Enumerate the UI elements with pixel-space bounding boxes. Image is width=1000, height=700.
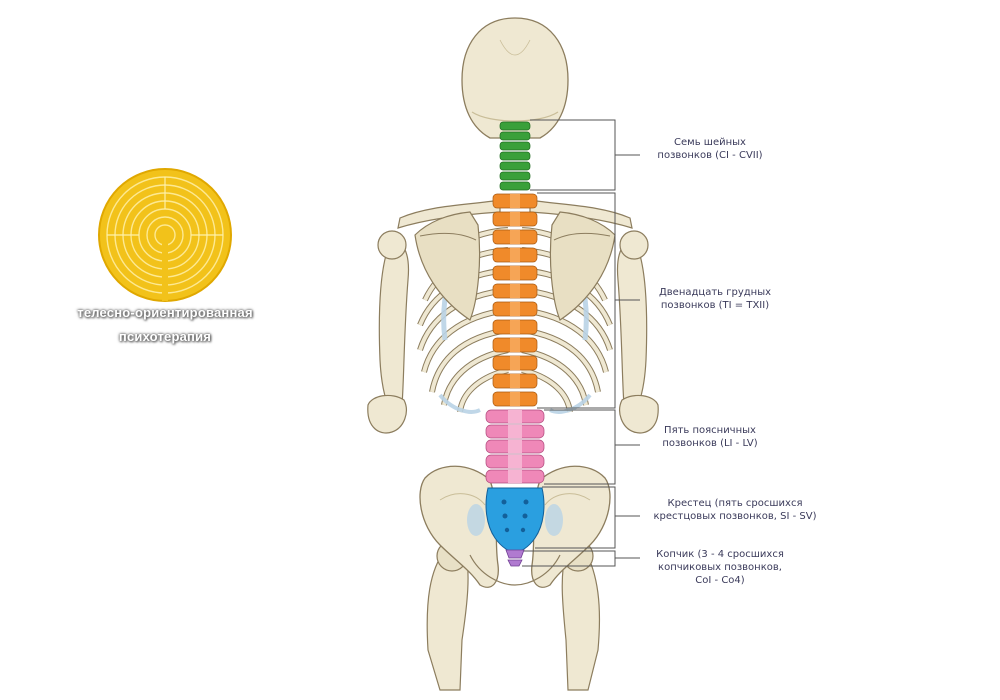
left-humerus xyxy=(378,239,410,406)
label-sacrum-line-2: крестцовых позвонков, SI - SV) xyxy=(653,511,817,522)
left-clavicle xyxy=(397,199,501,229)
lumbar-bracket xyxy=(544,409,616,485)
sacrum-bracket xyxy=(535,486,616,549)
label-sacrum-line-1: Крестец (пять сросшихся xyxy=(667,498,803,509)
arms xyxy=(367,230,659,434)
cervical-vertebrae xyxy=(499,121,531,191)
coccyx xyxy=(505,549,525,567)
logo-caption-line-2: психотерапия xyxy=(118,329,212,344)
label-cervical-line-2: позвонков (CI - CVII) xyxy=(657,150,763,161)
spine xyxy=(485,121,545,567)
labyrinth-icon xyxy=(98,168,232,302)
right-iliac-bone xyxy=(531,465,611,588)
leader-lines xyxy=(522,119,640,567)
right-humerus xyxy=(616,239,648,406)
right-clavicle xyxy=(529,199,633,229)
pelvis xyxy=(419,465,611,588)
left-femur xyxy=(426,549,469,691)
left-iliac-bone xyxy=(419,465,499,588)
label-thoracic-line-2: позвонков (TI = TXII) xyxy=(660,300,770,311)
label-lumbar-line-2: позвонков (LI - LV) xyxy=(662,438,758,449)
label-thoracic-line-1: Двенадцать грудных xyxy=(658,287,772,298)
label-coccyx-line-2: копчиковых позвонков, xyxy=(658,562,782,573)
left-scapula xyxy=(414,211,481,321)
label-coccyx-line-3: CoI - Co4) xyxy=(695,575,745,586)
thoracic-vertebrae xyxy=(492,193,538,407)
shoulder-girdle xyxy=(397,199,633,321)
logo-caption-line-1: телесно-ориентированная xyxy=(77,305,253,320)
right-scapula xyxy=(549,211,616,321)
label-cervical-line-1: Семь шейных xyxy=(674,137,746,148)
right-femur xyxy=(561,549,601,691)
label-lumbar-line-1: Пять поясничных xyxy=(664,425,756,436)
lumbar-vertebrae xyxy=(485,409,545,484)
label-coccyx-line-1: Копчик (3 - 4 сросшихся xyxy=(656,549,784,560)
